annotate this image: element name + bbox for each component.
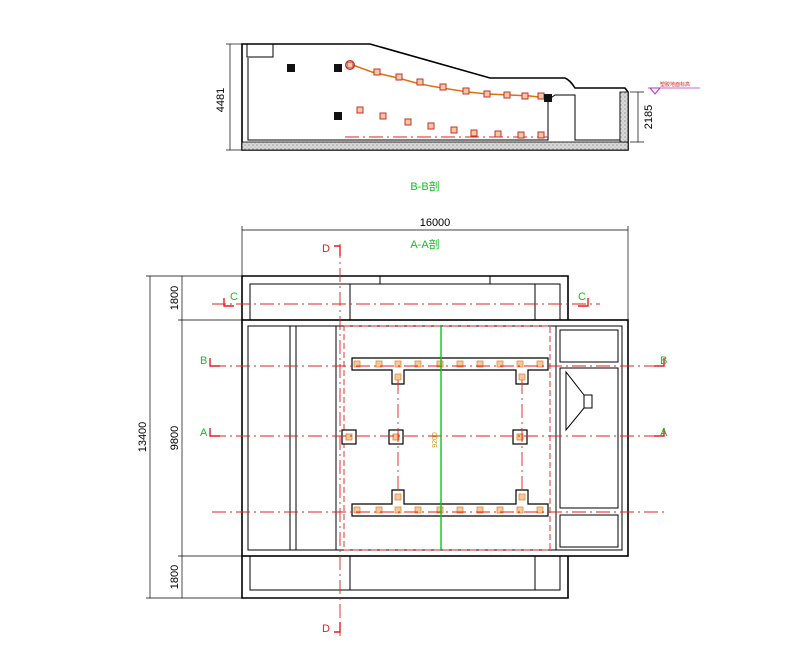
- seat-dot: [476, 506, 484, 514]
- seat-dot: [394, 360, 402, 368]
- seat-dot: [476, 360, 484, 368]
- dim-vertical-set: 13400 1800 9800 1800: [137, 275, 242, 599]
- seat-dot: [375, 506, 383, 514]
- dim-height-label: 4481: [215, 88, 227, 112]
- seat-dot: [456, 360, 464, 368]
- seat-dot: [516, 360, 524, 368]
- marker-icon: [544, 94, 552, 102]
- level-marker: 塑胶地面标高: [648, 81, 700, 95]
- dim-top-label: 1800: [169, 286, 181, 310]
- seat-dot: [394, 506, 402, 514]
- dim-bottom-label: 1800: [169, 565, 181, 589]
- section-marker-a-right: A: [654, 427, 668, 439]
- marker-icon: [334, 64, 342, 72]
- dim-mid-label: 9800: [169, 426, 181, 450]
- seat-dot: [496, 360, 504, 368]
- section-aa-caption: A-A剖: [410, 237, 439, 251]
- section-bb-drawing: 塑胶地面标高 4481 2185 B-B剖: [215, 43, 700, 193]
- seat-dot: [536, 506, 544, 514]
- seat-dot: [375, 360, 383, 368]
- seat-dot: [436, 506, 444, 514]
- section-bb-caption: B-B剖: [410, 179, 439, 193]
- plan-drawing: 16000 A-A剖: [137, 217, 668, 636]
- wall-hatch: [619, 91, 629, 143]
- dim-side-height: 2185: [630, 91, 655, 143]
- marker-icon: [334, 112, 342, 120]
- svg-text:A: A: [660, 427, 668, 439]
- svg-text:D: D: [322, 623, 330, 635]
- seat-dot: [518, 493, 526, 501]
- section-marker-d-top: D: [322, 243, 341, 256]
- dim-total-label: 13400: [137, 422, 149, 453]
- dim-height: 4481: [215, 43, 242, 151]
- section-marker-b-right: B: [654, 355, 667, 367]
- seat-dot: [456, 506, 464, 514]
- marker-icon: [287, 64, 295, 72]
- dim-side-height-label: 2185: [643, 105, 655, 129]
- section-marker-a-left: A: [200, 427, 220, 439]
- ground-hatch: [241, 141, 629, 151]
- seat-dot: [394, 373, 402, 381]
- seat-dot: [536, 360, 544, 368]
- seat-dot: [414, 360, 422, 368]
- dim-width-label: 16000: [420, 217, 451, 229]
- seat-row-upper: [345, 60, 545, 100]
- svg-text:B: B: [660, 355, 667, 367]
- svg-text:D: D: [322, 243, 330, 255]
- seat-dots: [353, 360, 544, 514]
- svg-text:C: C: [230, 291, 238, 303]
- seat-dot: [516, 506, 524, 514]
- seat-dot: [394, 493, 402, 501]
- seat-dot: [353, 360, 361, 368]
- section-marker-c-right: C: [578, 291, 589, 307]
- svg-text:A: A: [200, 427, 208, 439]
- seat-dot: [436, 360, 444, 368]
- svg-text:C: C: [578, 291, 586, 303]
- rake-line: [349, 63, 549, 99]
- level-note: 塑胶地面标高: [660, 81, 690, 88]
- seat-dot: [496, 506, 504, 514]
- funnel-shape: [565, 370, 593, 432]
- seat-dot: [518, 373, 526, 381]
- dim-width: 16000: [241, 217, 629, 320]
- section-marker-d-bottom: D: [322, 622, 341, 635]
- section-marker-c-left: C: [223, 291, 238, 307]
- seat-dot: [353, 506, 361, 514]
- wall-box: [246, 43, 274, 58]
- section-marker-b-left: B: [200, 355, 220, 367]
- svg-text:B: B: [200, 355, 207, 367]
- seat-row-lower: [356, 106, 545, 139]
- center-label: 9200: [432, 432, 439, 448]
- seat-dot: [414, 506, 422, 514]
